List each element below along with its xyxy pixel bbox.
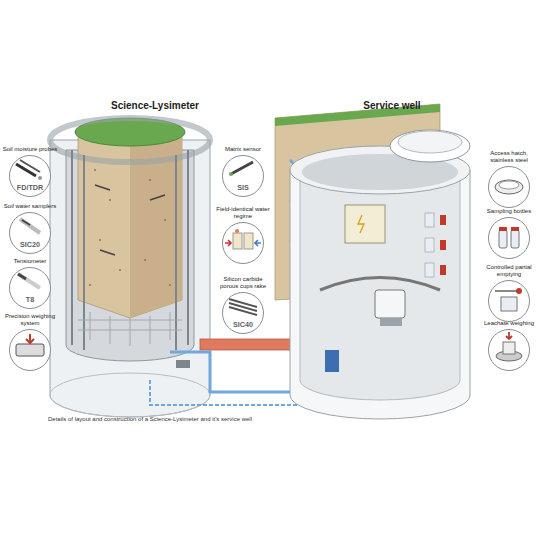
callout-label: Access hatch, stainless steel: [481, 150, 537, 164]
instrument-icon: [10, 330, 50, 370]
callout-label: Silicon carbide porous cups rake: [215, 276, 271, 290]
callout-icon: Soil moisture probesFD/TDR: [2, 146, 58, 197]
model-code: FD/TDR: [10, 184, 50, 191]
callout-label: Soil water samplers: [2, 203, 58, 210]
callout-label: Leachate weighing: [481, 320, 537, 327]
icon-circle: [488, 217, 530, 259]
callout-label: Field-identical water regime: [215, 206, 271, 220]
callout-icon: Matrix sensorSIS: [215, 146, 271, 197]
icon-circle: SIS: [222, 155, 264, 197]
callout-label: Precision weighing system: [2, 313, 58, 327]
model-code: SIC40: [223, 321, 263, 328]
instrument-icon: [489, 330, 529, 370]
icon-circle: [488, 166, 530, 208]
icon-circle: SIC20: [9, 212, 51, 254]
instrument-icon: [489, 218, 529, 258]
model-code: SIS: [223, 184, 263, 191]
service-well-drawing: [275, 104, 470, 419]
callout-label: Controlled partial emptying: [481, 264, 537, 278]
callout-icon: TensiometerT8: [2, 258, 58, 309]
model-code: T8: [10, 296, 50, 303]
figure-caption: Details of layout and construction of a …: [48, 416, 252, 422]
lysimeter-drawing: [50, 118, 210, 417]
section-title: Service well: [363, 100, 420, 111]
callout-icon: Controlled partial emptying: [481, 264, 537, 322]
icon-circle: T8: [9, 267, 51, 309]
callout-icon: Precision weighing system: [2, 313, 58, 371]
icon-circle: [488, 329, 530, 371]
icon-circle: SIC40: [222, 292, 264, 334]
callout-label: Sampling bottles: [481, 208, 537, 215]
callout-icon: Sampling bottles: [481, 208, 537, 259]
callout-icon: Silicon carbide porous cups rakeSIC40: [215, 276, 271, 334]
section-title: Science-Lysimeter: [111, 100, 199, 111]
callout-label: Matrix sensor: [215, 146, 271, 153]
icon-circle: [9, 329, 51, 371]
icon-circle: [488, 280, 530, 322]
callout-icon: Access hatch, stainless steel: [481, 150, 537, 208]
instrument-icon: [489, 281, 529, 321]
callout-label: Tensiometer: [2, 258, 58, 265]
icon-circle: [222, 222, 264, 264]
callout-label: Soil moisture probes: [2, 146, 58, 153]
instrument-icon: [489, 167, 529, 207]
instrument-icon: [223, 223, 263, 263]
callout-icon: Soil water samplersSIC20: [2, 203, 58, 254]
model-code: SIC20: [10, 241, 50, 248]
icon-circle: FD/TDR: [9, 155, 51, 197]
callout-icon: Field-identical water regime: [215, 206, 271, 264]
callout-icon: Leachate weighing: [481, 320, 537, 371]
